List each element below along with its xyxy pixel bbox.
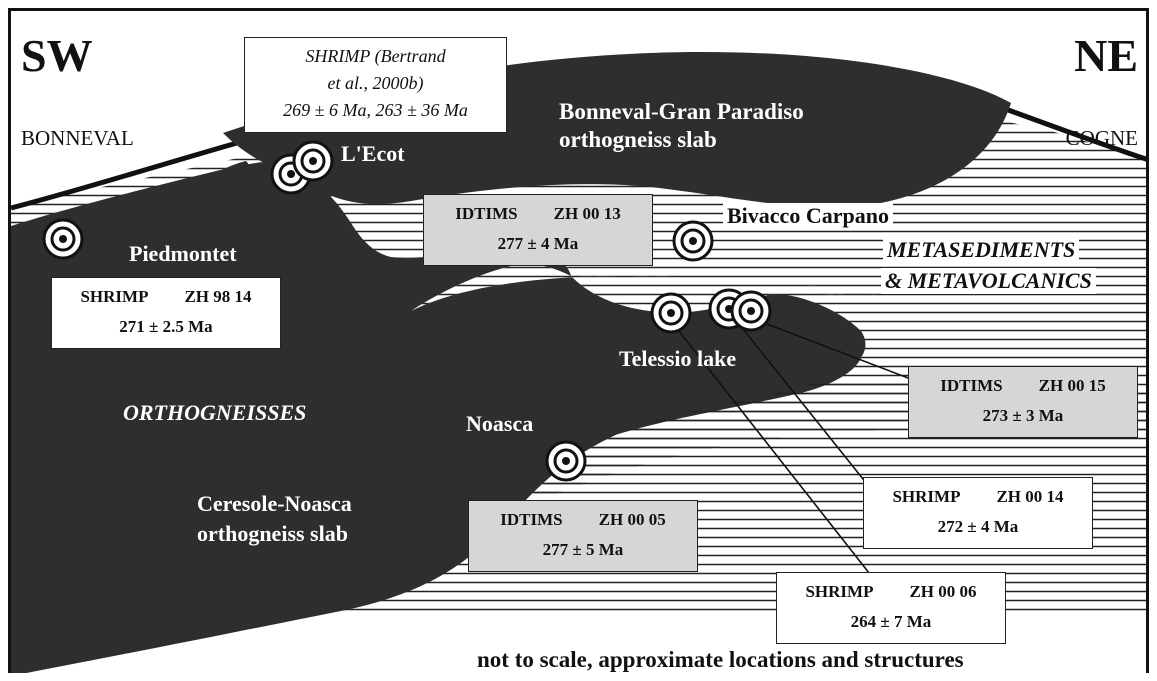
sample-age: 264 ± 7 Ma	[777, 607, 1005, 637]
sample-method: SHRIMP	[805, 577, 873, 607]
sample-box-zh9814: SHRIMP ZH 98 14 271 ± 2.5 Ma	[51, 277, 281, 349]
sample-id: ZH 00 15	[1039, 371, 1106, 401]
label-telessio: Telessio lake	[619, 346, 736, 372]
sample-id: ZH 00 14	[996, 482, 1063, 512]
sample-age: 273 ± 3 Ma	[909, 401, 1137, 431]
sample-age: 277 ± 4 Ma	[424, 229, 652, 259]
sample-method: SHRIMP	[80, 282, 148, 312]
target-telessio-1	[652, 294, 690, 332]
reference-line-2: et al., 2000b)	[245, 70, 506, 97]
label-noasca: Noasca	[466, 411, 533, 437]
sample-method: IDTIMS	[455, 199, 517, 229]
end-label-cogne: COGNE	[1066, 126, 1138, 151]
end-label-bonneval: BONNEVAL	[21, 126, 134, 151]
label-upper-slab-2: orthogneiss slab	[559, 127, 717, 153]
reference-line-1: SHRIMP (Bertrand	[245, 43, 506, 70]
target-telessio-3	[732, 292, 770, 330]
label-lower-slab-2: orthogneiss slab	[197, 521, 348, 547]
target-lecot-2	[294, 142, 332, 180]
sample-id: ZH 00 05	[599, 505, 666, 535]
target-bivacco	[674, 222, 712, 260]
diagram-frame: SW NE BONNEVAL COGNE SHRIMP (Bertrand et…	[8, 8, 1149, 673]
label-metasediments: METASEDIMENTS	[883, 237, 1079, 263]
reference-box: SHRIMP (Bertrand et al., 2000b) 269 ± 6 …	[244, 37, 507, 133]
label-piedmontet: Piedmontet	[129, 241, 237, 267]
sample-box-zh0014: SHRIMP ZH 00 14 272 ± 4 Ma	[863, 477, 1093, 549]
orientation-ne: NE	[1074, 29, 1138, 82]
target-noasca	[547, 442, 585, 480]
sample-id: ZH 98 14	[184, 282, 251, 312]
sample-box-zh0006: SHRIMP ZH 00 06 264 ± 7 Ma	[776, 572, 1006, 644]
reference-line-3: 269 ± 6 Ma, 263 ± 36 Ma	[245, 97, 506, 124]
sample-age: 271 ± 2.5 Ma	[52, 312, 280, 342]
footnote: not to scale, approximate locations and …	[477, 647, 964, 673]
label-orthogneisses: ORTHOGNEISSES	[123, 400, 306, 426]
label-lower-slab-1: Ceresole-Noasca	[197, 491, 352, 517]
sample-method: SHRIMP	[892, 482, 960, 512]
orientation-sw: SW	[21, 29, 93, 82]
sample-age: 272 ± 4 Ma	[864, 512, 1092, 542]
sample-box-zh0015: IDTIMS ZH 00 15 273 ± 3 Ma	[908, 366, 1138, 438]
sample-method: IDTIMS	[500, 505, 562, 535]
sample-method: IDTIMS	[940, 371, 1002, 401]
target-piedmontet	[44, 220, 82, 258]
label-lecot: L'Ecot	[341, 141, 405, 167]
sample-id: ZH 00 06	[909, 577, 976, 607]
label-metavolcanics: & METAVOLCANICS	[881, 268, 1096, 294]
sample-age: 277 ± 5 Ma	[469, 535, 697, 565]
label-upper-slab-1: Bonneval-Gran Paradiso	[559, 99, 804, 125]
sample-box-zh0013: IDTIMS ZH 00 13 277 ± 4 Ma	[423, 194, 653, 266]
label-bivacco: Bivacco Carpano	[723, 203, 893, 229]
sample-box-zh0005: IDTIMS ZH 00 05 277 ± 5 Ma	[468, 500, 698, 572]
sample-id: ZH 00 13	[554, 199, 621, 229]
